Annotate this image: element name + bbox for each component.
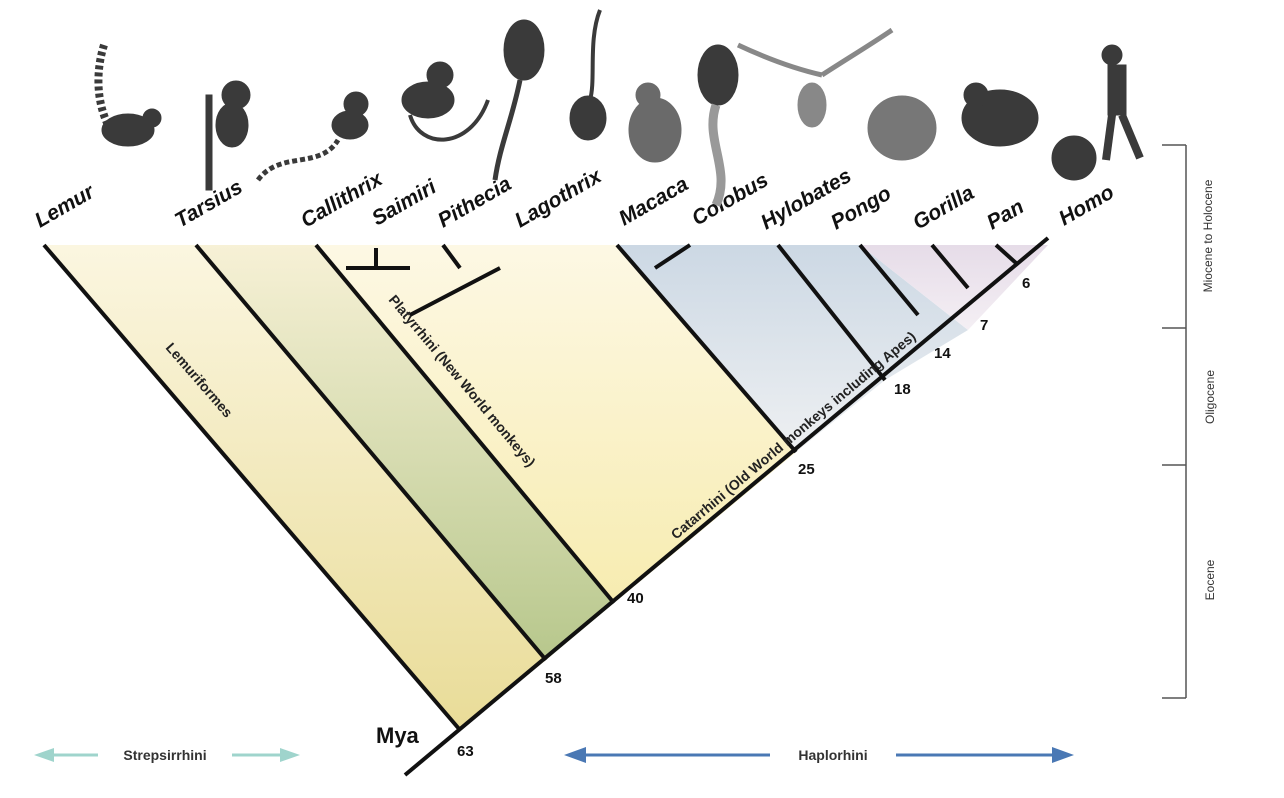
taxon-label-colobus: Colobus xyxy=(688,168,772,230)
taxon-label-pithecia: Pithecia xyxy=(434,172,516,232)
colobus-figure xyxy=(697,44,739,207)
lemur-band xyxy=(44,245,546,730)
node-age-58: 58 xyxy=(545,670,562,687)
platyrrhini-band xyxy=(316,245,796,603)
primate-illustrations xyxy=(94,9,1144,207)
pongo-figure xyxy=(867,95,937,161)
pan-figure xyxy=(1051,135,1097,181)
ape-band xyxy=(860,245,1048,330)
epoch-label-oligocene: Oligocene xyxy=(1203,370,1217,424)
tree-branches xyxy=(42,236,1050,777)
pithecia-figure xyxy=(492,19,545,181)
callithrix-figure xyxy=(255,91,369,182)
node-age-18: 18 xyxy=(894,381,911,398)
lagothrix-figure xyxy=(569,9,607,141)
epoch-bracket xyxy=(1162,144,1187,699)
node-age-63: 63 xyxy=(457,743,474,760)
taxon-label-lemur: Lemur xyxy=(31,179,100,232)
tarsius-figure xyxy=(205,80,251,191)
node-age-labels: 63 58 40 25 18 14 7 6 xyxy=(457,275,1030,760)
taxon-label-macaca: Macaca xyxy=(615,172,692,230)
node-age-6: 6 xyxy=(1022,275,1030,292)
macaca-figure xyxy=(628,82,682,163)
tarsius-band xyxy=(196,245,614,660)
taxon-label-pan: Pan xyxy=(983,195,1028,234)
taxon-label-homo: Homo xyxy=(1055,181,1118,231)
node-age-40: 40 xyxy=(627,590,644,607)
saimiri-figure xyxy=(401,61,490,142)
lemur-figure xyxy=(94,43,162,147)
group-label-strepsirrhini: Strepsirrhini xyxy=(123,747,206,763)
strepsirrhini-arrow xyxy=(34,748,300,762)
epoch-label-eocene: Eocene xyxy=(1203,559,1217,600)
group-label-haplorhini: Haplorhini xyxy=(798,747,867,763)
catarrhini-band xyxy=(617,245,968,452)
taxon-label-lagothrix: Lagothrix xyxy=(511,164,606,232)
mya-label: Mya xyxy=(376,723,420,748)
taxon-labels: Lemur Tarsius Callithrix Saimiri Pitheci… xyxy=(31,164,1118,234)
epoch-label-miocene-to-holocene: Miocene to Holocene xyxy=(1201,179,1215,292)
node-age-7: 7 xyxy=(980,317,988,334)
node-age-14: 14 xyxy=(934,345,951,362)
hylobates-figure xyxy=(736,27,894,128)
haplorhini-arrow xyxy=(564,747,1074,763)
gorilla-figure xyxy=(961,82,1039,147)
taxon-label-gorilla: Gorilla xyxy=(909,181,978,234)
node-age-25: 25 xyxy=(798,461,815,478)
homo-figure xyxy=(1101,44,1144,161)
